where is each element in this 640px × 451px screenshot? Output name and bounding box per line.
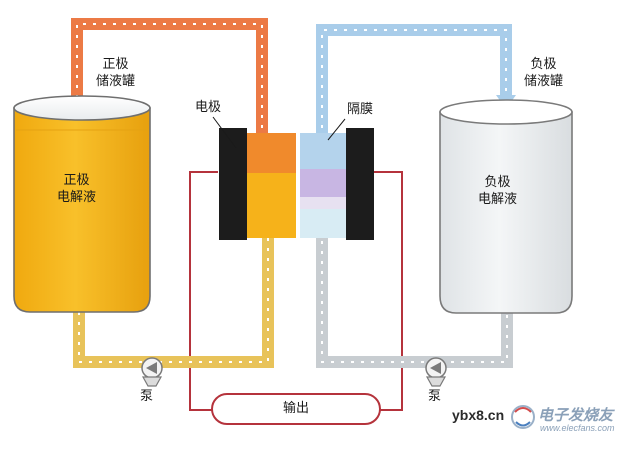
negative-electrolyte-label: 负极 电解液: [478, 175, 518, 207]
external-circuit-wire: [189, 171, 403, 411]
right-pump-label: 泵: [428, 389, 442, 404]
positive-tank: [13, 95, 151, 313]
output-box: [211, 393, 381, 425]
left-electrode: [219, 128, 247, 240]
positive-storage-tank-label: 正极 储液罐: [96, 57, 136, 89]
watermark-domain: ybx8.cn: [452, 407, 505, 423]
positive-electrolyte-label: 正极 电解液: [57, 173, 97, 205]
negative-storage-tank-label: 负极 储液罐: [524, 57, 564, 89]
negative-tank: [439, 99, 573, 314]
electrode-label: 电极: [195, 100, 222, 115]
label-leader-lines: [212, 116, 346, 149]
left-pump: [141, 357, 163, 387]
right-pump: [425, 357, 447, 387]
elecfans-logo-icon: [511, 405, 535, 429]
right-electrode: [346, 128, 374, 240]
watermark-brand: 电子发烧友: [538, 406, 614, 424]
left-pump-label: 泵: [140, 389, 154, 404]
membrane-label: 隔膜: [347, 102, 374, 117]
cell-stack: [219, 128, 374, 240]
watermark-url: www.elecfans.com: [540, 423, 615, 433]
output-label: 输出: [282, 401, 309, 416]
